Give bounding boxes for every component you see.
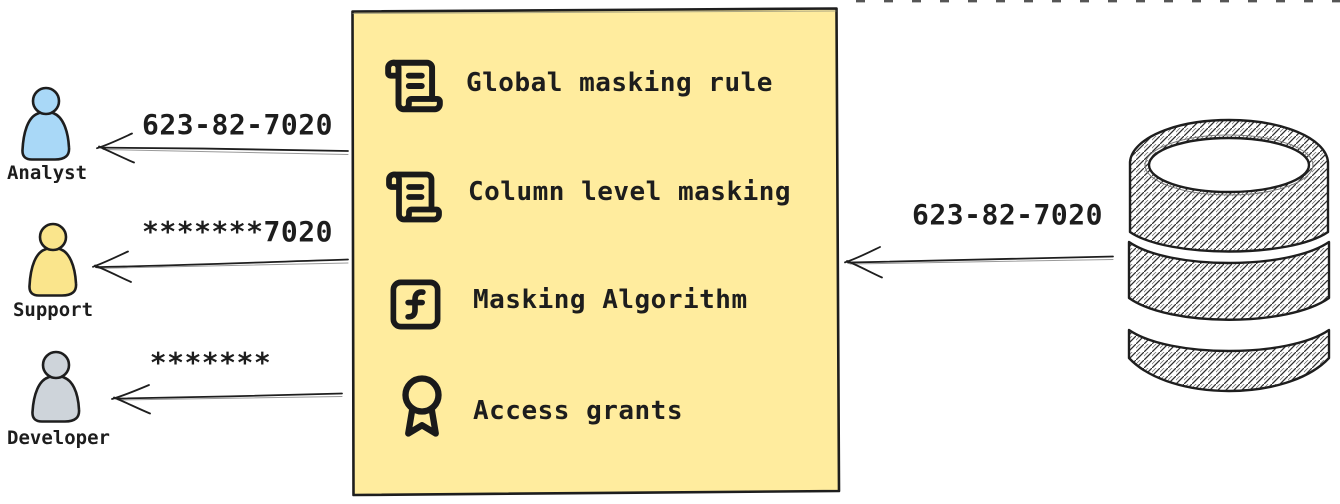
- masking-box-item-label: Column level masking: [468, 177, 792, 207]
- masking-box-sketch-stroke: [352, 10, 837, 14]
- arrow-to-developer: [111, 384, 343, 415]
- developer-person-icon: [31, 350, 81, 423]
- database-icon: [1127, 118, 1331, 393]
- flow-label-analyst: 623-82-7020: [142, 108, 333, 141]
- arrow-db-to-masking-box: [844, 246, 1114, 279]
- masking-box-item-label: Global masking rule: [466, 68, 773, 98]
- flow-label-database: 623-82-7020: [912, 198, 1103, 231]
- function-square-icon: [390, 279, 441, 330]
- scroll-text-icon: [386, 171, 442, 223]
- analyst-label: Analyst: [6, 162, 88, 184]
- support-person-icon: [28, 222, 78, 297]
- award-icon: [402, 375, 442, 437]
- analyst-person-icon: [21, 86, 71, 161]
- masking-box: [351, 7, 841, 497]
- flow-label-support: *******7020: [142, 215, 333, 248]
- flow-label-developer: *******: [149, 346, 272, 379]
- masking-box-item-label: Access grants: [473, 396, 683, 426]
- arrow-to-analyst: [96, 132, 349, 164]
- arrow-to-support: [92, 250, 349, 283]
- support-label: Support: [12, 299, 94, 321]
- developer-label: Developer: [7, 427, 110, 449]
- scroll-text-icon: [385, 59, 443, 113]
- masking-box-item-label: Masking Algorithm: [473, 285, 748, 315]
